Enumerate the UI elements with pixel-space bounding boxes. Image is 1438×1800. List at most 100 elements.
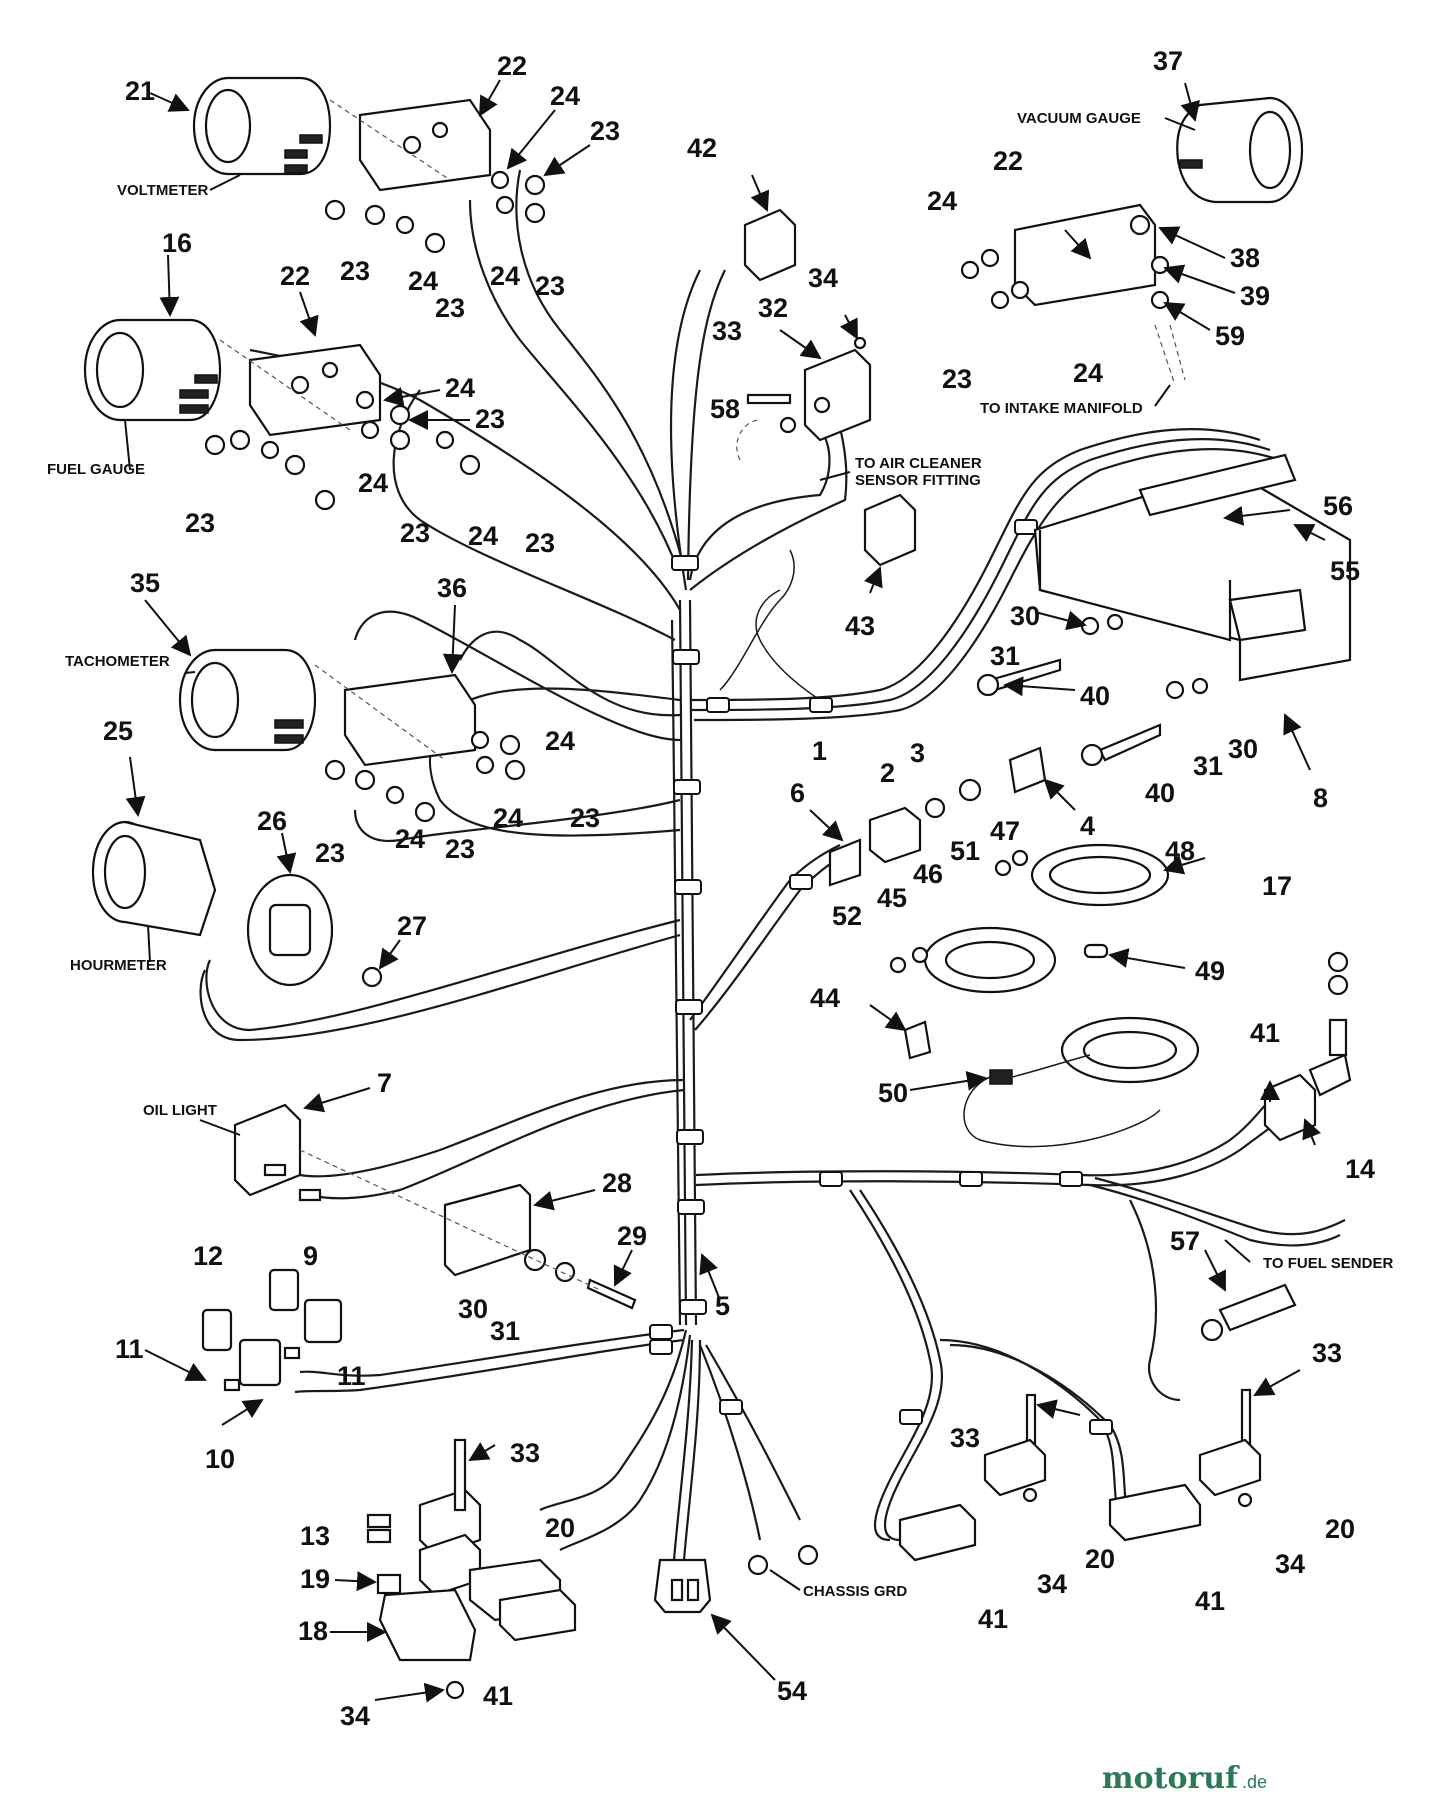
- relay-42: [743, 208, 797, 282]
- component-captions: VOLTMETER FUEL GAUGE TACHOMETER HOURMETE…: [47, 110, 1393, 1600]
- label-10: 10: [205, 1444, 235, 1474]
- label-30c: 30: [1228, 734, 1258, 764]
- label-20b: 20: [1085, 1544, 1115, 1574]
- label-30b: 30: [1010, 601, 1040, 631]
- label-14: 14: [1345, 1154, 1375, 1184]
- tach-hardware: [324, 730, 526, 823]
- harness-clamps: [649, 519, 1113, 1435]
- label-58: 58: [710, 394, 740, 424]
- label-32: 32: [758, 293, 788, 323]
- gauge-bracket-tach: [314, 664, 477, 767]
- lower-left-switch-assembly: [366, 1438, 577, 1700]
- voltmeter-hardware: [324, 170, 546, 254]
- label-11a: 11: [115, 1334, 144, 1364]
- label-33b: 33: [712, 316, 742, 346]
- label-33c: 33: [950, 1423, 980, 1453]
- label-24f: 24: [468, 521, 498, 551]
- label-41a: 41: [483, 1681, 513, 1711]
- caption-air-cleaner-1: TO AIR CLEANER: [855, 455, 982, 472]
- caption-leaders: [124, 117, 1251, 1591]
- label-47: 47: [990, 816, 1020, 846]
- label-6: 6: [790, 778, 805, 808]
- label-27: 27: [397, 911, 427, 941]
- caption-intake-manifold: TO INTAKE MANIFOLD: [980, 400, 1143, 417]
- label-40b: 40: [1145, 778, 1175, 808]
- label-55: 55: [1330, 556, 1360, 586]
- label-29: 29: [617, 1221, 647, 1251]
- label-8: 8: [1313, 783, 1328, 813]
- hourmeter-gauge: [91, 820, 217, 937]
- lower-right-switches: [898, 1388, 1262, 1562]
- label-57: 57: [1170, 1226, 1200, 1256]
- watermark-logo: motoruf .de: [1102, 1761, 1267, 1796]
- label-22b: 22: [280, 261, 310, 291]
- connector-43: [863, 493, 917, 567]
- label-2: 2: [880, 758, 895, 788]
- leader-arrows: [125, 79, 1326, 1703]
- temp-sender-57: [1200, 1283, 1297, 1342]
- label-12: 12: [193, 1241, 223, 1271]
- caption-air-cleaner-2: SENSOR FITTING: [855, 472, 981, 489]
- label-26: 26: [257, 806, 287, 836]
- main-connector-54: [653, 1558, 712, 1614]
- caption-fuel-gauge: FUEL GAUGE: [47, 461, 145, 478]
- label-1: 1: [812, 736, 827, 766]
- label-17: 17: [1262, 871, 1292, 901]
- label-23b: 23: [340, 256, 370, 286]
- label-24a: 24: [550, 81, 580, 111]
- label-23f: 23: [400, 518, 430, 548]
- gauge-bracket-fuel: [219, 339, 382, 437]
- label-24k: 24: [1073, 358, 1103, 388]
- label-44: 44: [810, 983, 840, 1013]
- label-23g: 23: [185, 508, 215, 538]
- gauge-bracket-voltmeter: [329, 98, 492, 192]
- label-23h: 23: [525, 528, 555, 558]
- label-59: 59: [1215, 321, 1245, 351]
- label-41d: 41: [1195, 1586, 1225, 1616]
- light-assembly: [889, 843, 1200, 1148]
- label-24g: 24: [545, 726, 575, 756]
- label-50: 50: [878, 1078, 908, 1108]
- watermark-suffix: .de: [1242, 1772, 1267, 1792]
- label-45: 45: [877, 883, 907, 913]
- label-23a: 23: [590, 116, 620, 146]
- label-20c: 20: [1325, 1514, 1355, 1544]
- label-23c: 23: [435, 293, 465, 323]
- label-46: 46: [913, 859, 943, 889]
- label-49: 49: [1195, 956, 1225, 986]
- vacuum-gauge: [1176, 96, 1304, 204]
- label-41c: 41: [978, 1604, 1008, 1634]
- label-31c: 31: [1193, 751, 1223, 781]
- part-number-labels: 21 22 24 23 23 24 23 24 23 16 22 24 23 2…: [103, 46, 1375, 1731]
- label-39: 39: [1240, 281, 1270, 311]
- caption-chassis-grd: CHASSIS GRD: [803, 1583, 907, 1600]
- label-34d: 34: [1275, 1549, 1305, 1579]
- label-20a: 20: [545, 1513, 575, 1543]
- label-25: 25: [103, 716, 133, 746]
- label-52: 52: [832, 901, 862, 931]
- ignition-switch: [828, 746, 1047, 887]
- label-37: 37: [1153, 46, 1183, 76]
- label-34c: 34: [1037, 1569, 1067, 1599]
- caption-tachometer: TACHOMETER: [65, 653, 170, 670]
- voltmeter-gauge: [192, 76, 332, 176]
- hourmeter-ring: [246, 873, 383, 988]
- label-34a: 34: [340, 1701, 370, 1731]
- label-43: 43: [845, 611, 875, 641]
- label-19: 19: [300, 1564, 330, 1594]
- chassis-ground-terminals: [747, 1544, 819, 1576]
- label-35: 35: [130, 568, 160, 598]
- caption-voltmeter: VOLTMETER: [117, 182, 209, 199]
- label-23d: 23: [535, 271, 565, 301]
- label-21: 21: [125, 76, 155, 106]
- label-51: 51: [950, 836, 980, 866]
- label-7: 7: [377, 1068, 392, 1098]
- fuel-gauge-hardware: [204, 390, 481, 511]
- mounting-bracket-28: [299, 1149, 637, 1310]
- label-23l: 23: [942, 364, 972, 394]
- label-24c: 24: [490, 261, 520, 291]
- label-18: 18: [298, 1616, 328, 1646]
- caption-fuel-sender: TO FUEL SENDER: [1263, 1255, 1393, 1272]
- label-34b: 34: [808, 263, 838, 293]
